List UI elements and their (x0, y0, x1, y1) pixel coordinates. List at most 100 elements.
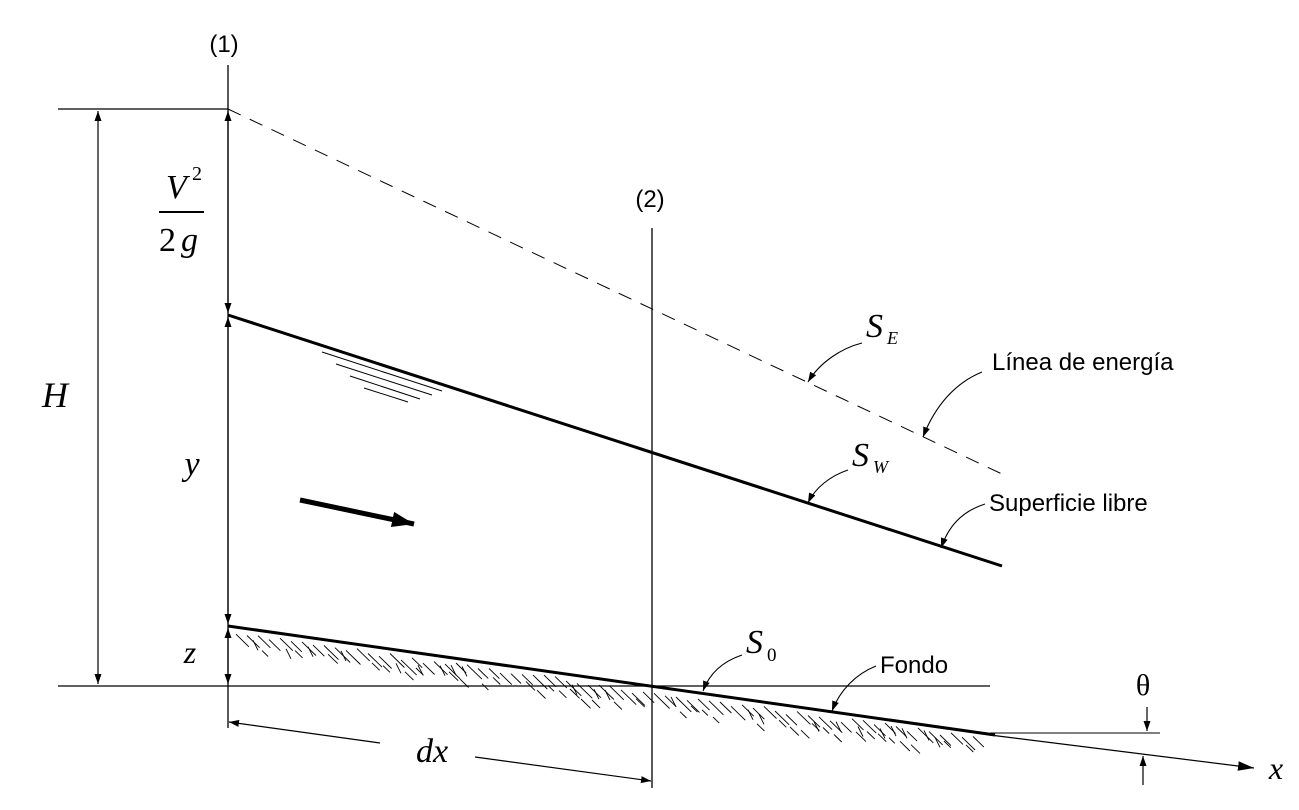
hatch-stroke (279, 637, 294, 652)
bed-slope-subscript: 0 (767, 645, 777, 666)
hatch-stroke (257, 635, 271, 649)
hatch-stroke (923, 730, 930, 741)
hatch-stroke (525, 681, 536, 691)
hatch-stroke (268, 639, 281, 652)
energy-slope-subscript: E (886, 328, 898, 348)
hatch-stroke (466, 664, 483, 680)
bottom-leader (831, 665, 877, 712)
hatch-stroke (389, 653, 405, 668)
hatch-stroke (877, 733, 887, 743)
hatch-stroke (774, 710, 790, 726)
hatch-stroke (323, 645, 339, 660)
hatch-stroke (778, 719, 787, 728)
hatch-stroke (813, 721, 820, 732)
hatch-stroke (686, 699, 700, 713)
hatch-stroke (378, 655, 392, 669)
hatch-stroke (591, 699, 601, 709)
x-axis-symbol: x (1268, 750, 1283, 786)
hatch-stroke (690, 705, 698, 713)
hatch-stroke (571, 684, 578, 695)
hatch-stroke (895, 726, 907, 738)
hatch-stroke (840, 721, 852, 733)
hatch-stroke (873, 724, 886, 737)
hatch-stroke (235, 633, 250, 648)
hatch-stroke (763, 706, 777, 719)
hatch-stroke (917, 727, 934, 744)
hatch-stroke (961, 736, 976, 751)
hatch-stroke (461, 666, 468, 677)
hatch-stroke (635, 698, 646, 708)
hatch-stroke (558, 690, 567, 699)
hatch-stroke (653, 692, 670, 709)
hatch-stroke (965, 744, 974, 753)
hatch-stroke (741, 704, 755, 717)
hatch-stroke (620, 689, 637, 705)
dx-dimension-arrow-left (228, 719, 381, 744)
water-surface-symbol (321, 351, 443, 403)
dx-symbol: dx (416, 733, 448, 770)
water-slope-leader (807, 469, 849, 504)
hatch-stroke (609, 685, 625, 701)
hatch-stroke (543, 674, 557, 688)
hatch-stroke (422, 662, 435, 675)
hatch-stroke (719, 701, 732, 714)
hatch-stroke (943, 740, 952, 749)
hatch-stroke (492, 677, 501, 685)
bed-slope-base: S (746, 624, 763, 661)
free-surface-leader (940, 503, 986, 549)
hatch-stroke (833, 734, 843, 743)
bottom-label: Fondo (880, 652, 948, 679)
hatch-stroke (587, 684, 602, 699)
gravity-symbol: g (181, 222, 198, 259)
hatch-stroke (510, 673, 522, 684)
hatch-stroke (367, 653, 383, 668)
hatch-stroke (899, 740, 911, 752)
hatch-stroke (906, 730, 918, 742)
free-surface-label: Superficie libre (989, 490, 1148, 517)
hatch-stroke (888, 737, 896, 744)
hatch-stroke (356, 648, 371, 662)
energy-line-label: Línea de energía (992, 349, 1174, 376)
hatch-stroke (642, 691, 655, 704)
velocity-head-fraction: V 2 2 g (159, 163, 204, 259)
water-slope-label: S W (852, 437, 890, 477)
hatch-stroke (459, 678, 469, 688)
hatch-stroke (477, 668, 489, 679)
hatch-stroke (450, 664, 457, 676)
hatch-stroke (382, 665, 391, 673)
hatch-stroke (448, 671, 459, 682)
hatch-stroke (800, 729, 810, 739)
total-head-symbol: H (41, 375, 70, 415)
hatch-stroke (371, 662, 381, 671)
energy-line (227, 108, 1003, 475)
hatch-stroke (554, 676, 568, 689)
hatch-stroke (664, 695, 677, 707)
hatch-stroke (252, 640, 259, 651)
water-slope-subscript: W (873, 457, 890, 477)
hatch-stroke (752, 707, 765, 720)
hatch-stroke (697, 698, 710, 711)
hatch-stroke (910, 744, 921, 754)
hatch-stroke (593, 688, 600, 700)
hatch-stroke (851, 718, 864, 731)
hatch-stroke (934, 737, 941, 748)
bed-slope-leader (702, 654, 743, 692)
velocity-exponent: 2 (192, 163, 202, 185)
hatch-stroke (807, 715, 821, 728)
hatch-stroke (444, 663, 461, 680)
hatch-stroke (866, 731, 876, 740)
hatch-stroke (613, 701, 623, 710)
hatch-stroke (521, 674, 534, 686)
hatch-stroke (345, 650, 361, 665)
x-axis-arrow (989, 734, 1255, 771)
free-surface-line (227, 313, 1003, 568)
section-2-label: (2) (635, 186, 664, 213)
energy-line-leader (922, 371, 983, 438)
water-slope-base: S (852, 437, 869, 474)
hatch-stroke (580, 698, 591, 709)
hatch-stroke (785, 714, 798, 726)
velocity-symbol: V (166, 169, 191, 206)
hatch-stroke (261, 650, 269, 657)
hatch-stroke (294, 650, 303, 659)
